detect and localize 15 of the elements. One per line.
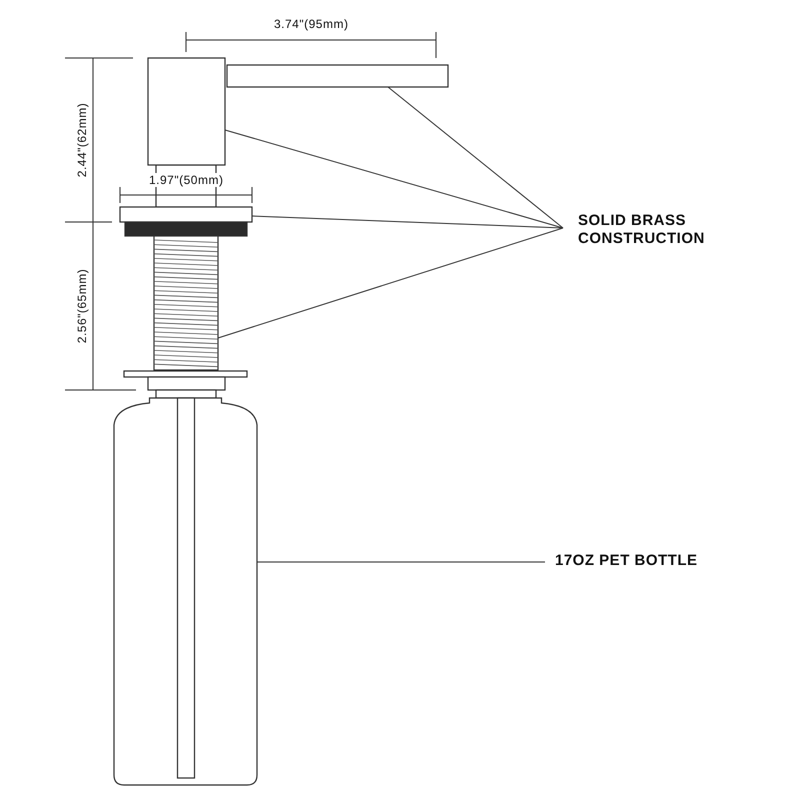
leader-line	[218, 228, 564, 338]
leader-line	[224, 130, 564, 228]
leader-line	[388, 86, 564, 228]
dimension-label: 2.44"(62mm)	[75, 102, 90, 178]
dimension-label: 2.56"(65mm)	[75, 268, 90, 344]
bottle	[113, 397, 258, 786]
leader-line	[252, 216, 564, 228]
callout-text: SOLID BRASS CONSTRUCTION	[578, 212, 748, 248]
callout-text: 17OZ PET BOTTLE	[555, 552, 775, 570]
dimension-label: 1.97"(50mm)	[148, 173, 224, 187]
spout	[226, 64, 449, 88]
pump-head	[147, 57, 226, 208]
dimension-label: 3.74"(95mm)	[273, 17, 350, 31]
flange	[119, 206, 253, 237]
threaded-shank	[153, 235, 219, 371]
